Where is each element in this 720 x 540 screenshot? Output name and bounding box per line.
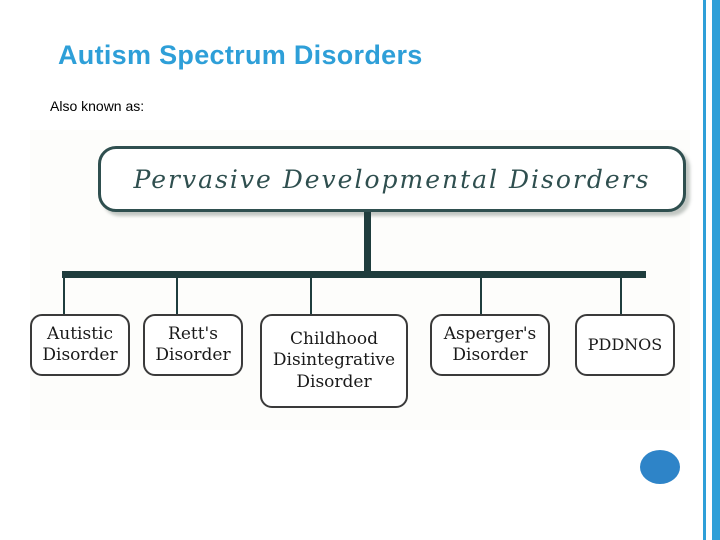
diagram-node-retts-disorder: Rett's Disorder (143, 314, 243, 376)
slide-edge-bar-gap (706, 0, 712, 540)
diagram-node-childhood-disintegrative-disorder: Childhood Disintegrative Disorder (260, 314, 408, 408)
connector-drop-4 (480, 278, 482, 314)
diagram-root-node: Pervasive Developmental Disorders (98, 146, 686, 212)
diagram-node-pddnos: PDDNOS (575, 314, 675, 376)
diagram-node-aspergers-disorder: Asperger's Disorder (430, 314, 550, 376)
bullet-dot-icon (640, 450, 680, 484)
slide-edge-bar-outer (712, 0, 720, 540)
connector-drop-1 (63, 278, 65, 314)
slide-edge-bar-inner (703, 0, 706, 540)
connector-drop-2 (176, 278, 178, 314)
diagram-root-label: Pervasive Developmental Disorders (133, 164, 651, 194)
slide-subtitle: Also known as: (50, 98, 145, 114)
connector-drop-5 (620, 278, 622, 314)
diagram-container: Pervasive Developmental Disorders Autist… (30, 130, 690, 430)
diagram-node-autistic-disorder: Autistic Disorder (30, 314, 130, 376)
connector-bus (62, 271, 646, 278)
page-title: Autism Spectrum Disorders (58, 40, 423, 70)
connector-drop-3 (310, 278, 312, 314)
connector-trunk (364, 212, 371, 274)
